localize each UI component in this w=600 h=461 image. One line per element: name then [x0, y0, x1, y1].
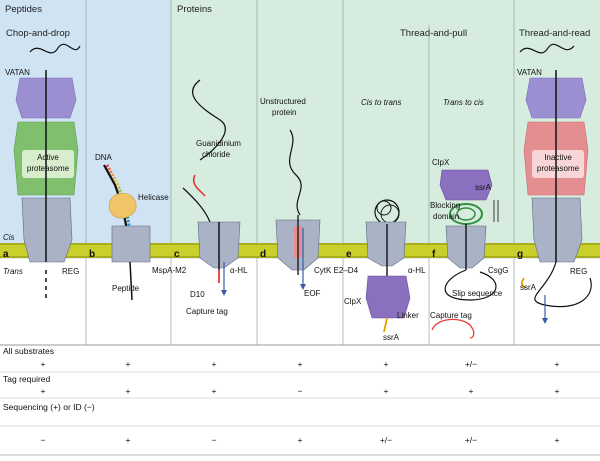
section-peptides: Peptides: [5, 4, 42, 15]
panel-letter-c: c: [174, 249, 180, 260]
unstructured-label-1: Unstructured: [260, 97, 306, 106]
section-thread-and-pull: Thread-and-pull: [400, 28, 467, 39]
linker-label: Linker: [397, 311, 419, 320]
slip-sequence-label: Slip sequence: [452, 289, 503, 298]
unstructured-label-2: protein: [272, 108, 296, 117]
table-cell: +: [555, 435, 560, 445]
panel-dividers: [85, 0, 515, 345]
clpx-label-e: ClpX: [344, 297, 362, 306]
table-cell: +/−: [380, 435, 392, 445]
cytk-label: CytK E2–D4: [314, 266, 359, 275]
ahl-pore-e: [365, 221, 407, 267]
table-cell: +: [384, 386, 389, 396]
d10-label: D10: [190, 290, 205, 299]
panel-letter-b: b: [89, 249, 95, 260]
peptide-label: Peptide: [112, 284, 140, 293]
active-proteasome-label-1: Active: [37, 153, 59, 162]
helicase-label: Helicase: [138, 193, 169, 202]
table-cell: +: [126, 435, 131, 445]
clpx-motor-e: [365, 275, 411, 319]
capture-tag-label-c: Capture tag: [186, 307, 228, 316]
inactive-proteasome-label-2: proteasome: [537, 164, 580, 173]
clpx-motor-f: [439, 169, 493, 201]
ssra-label-f: ssrA: [475, 183, 492, 192]
table-cell: +/−: [465, 435, 477, 445]
table-cell: +: [212, 359, 217, 369]
active-proteasome-label-2: proteasome: [27, 164, 70, 173]
table-cell: +: [298, 359, 303, 369]
ssra-label-g: ssrA: [520, 283, 537, 292]
table-cell: +: [212, 386, 217, 396]
guanidinium-label-1: Guanidinium: [196, 139, 241, 148]
table-cell: +: [555, 386, 560, 396]
guanidinium-label-2: chloride: [202, 150, 231, 159]
table-cell: −: [212, 435, 217, 445]
panel-e-title: Cis to trans: [361, 98, 401, 107]
table-cell: −: [298, 386, 303, 396]
panel-letter-f: f: [432, 249, 436, 260]
panel-d: Unstructured protein CytK E2–D4 EOF: [260, 97, 359, 298]
ssra-label-e: ssrA: [383, 333, 400, 342]
row-header-tag-required: Tag required: [3, 374, 51, 384]
trans-label: Trans: [3, 267, 23, 276]
table-cell: +: [384, 359, 389, 369]
table-cell: +: [41, 386, 46, 396]
vatan-label-a: VATAN: [5, 68, 30, 77]
panel-letter-a: a: [3, 249, 9, 260]
helicase-motor: [108, 192, 137, 219]
dna-label: DNA: [95, 153, 113, 162]
mspa-label: MspA-M2: [152, 266, 187, 275]
panel-a: VATAN Active proteasome REG: [5, 43, 81, 300]
table-cell: +: [469, 386, 474, 396]
panel-letter-d: d: [260, 249, 266, 260]
csgg-label: CsgG: [488, 266, 508, 275]
table-cell: −: [41, 435, 46, 445]
panel-f: ClpX ssrA Blocking domain CsgG Slip sequ…: [430, 158, 508, 339]
pore-a: [21, 197, 73, 263]
blocking-label-2: domain: [433, 212, 459, 221]
panel-e: α-HL ClpX Linker ssrA: [344, 199, 426, 342]
panel-letter-e: e: [346, 249, 352, 260]
pore-g: [531, 197, 583, 263]
ahl-label-e: α-HL: [408, 266, 426, 275]
table-cell: +: [126, 359, 131, 369]
reg-label-g: REG: [570, 267, 587, 276]
blocking-label-1: Blocking: [430, 201, 460, 210]
panel-c: Guanidinium chloride α-HL D10 Capture ta…: [182, 79, 248, 316]
inactive-proteasome-label-1: Inactive: [544, 153, 572, 162]
panel-a-title: Chop-and-drop: [6, 28, 70, 39]
mspa-pore: [111, 225, 151, 263]
cis-label: Cis: [3, 233, 15, 242]
comparison-table: All substrates Tag required Sequencing (…: [0, 346, 600, 456]
eof-label: EOF: [304, 289, 321, 298]
table-cell: +: [126, 386, 131, 396]
table-cell: +: [555, 359, 560, 369]
ahl-label-c: α-HL: [230, 266, 248, 275]
section-proteins: Proteins: [177, 4, 212, 15]
panel-letter-g: g: [517, 249, 523, 260]
panel-f-title: Trans to cis: [443, 98, 484, 107]
vatan-label-g: VATAN: [517, 68, 542, 77]
clpx-label-f: ClpX: [432, 158, 450, 167]
table-cell: +: [41, 359, 46, 369]
row-header-sequencing: Sequencing (+) or ID (−): [3, 402, 95, 412]
peptide-strand: [129, 261, 133, 301]
panel-b: DNA Helicase MspA-M2 Peptide: [95, 153, 187, 301]
panel-g: VATAN Inactive proteasome REG ssrA: [517, 43, 592, 324]
capture-tag-label-f: Capture tag: [430, 311, 472, 320]
section-thread-and-read: Thread-and-read: [519, 28, 590, 39]
reg-label-a: REG: [62, 267, 79, 276]
table-cell: +: [298, 435, 303, 445]
table-cell: +/−: [465, 359, 477, 369]
row-header-all-substrates: All substrates: [3, 346, 54, 356]
